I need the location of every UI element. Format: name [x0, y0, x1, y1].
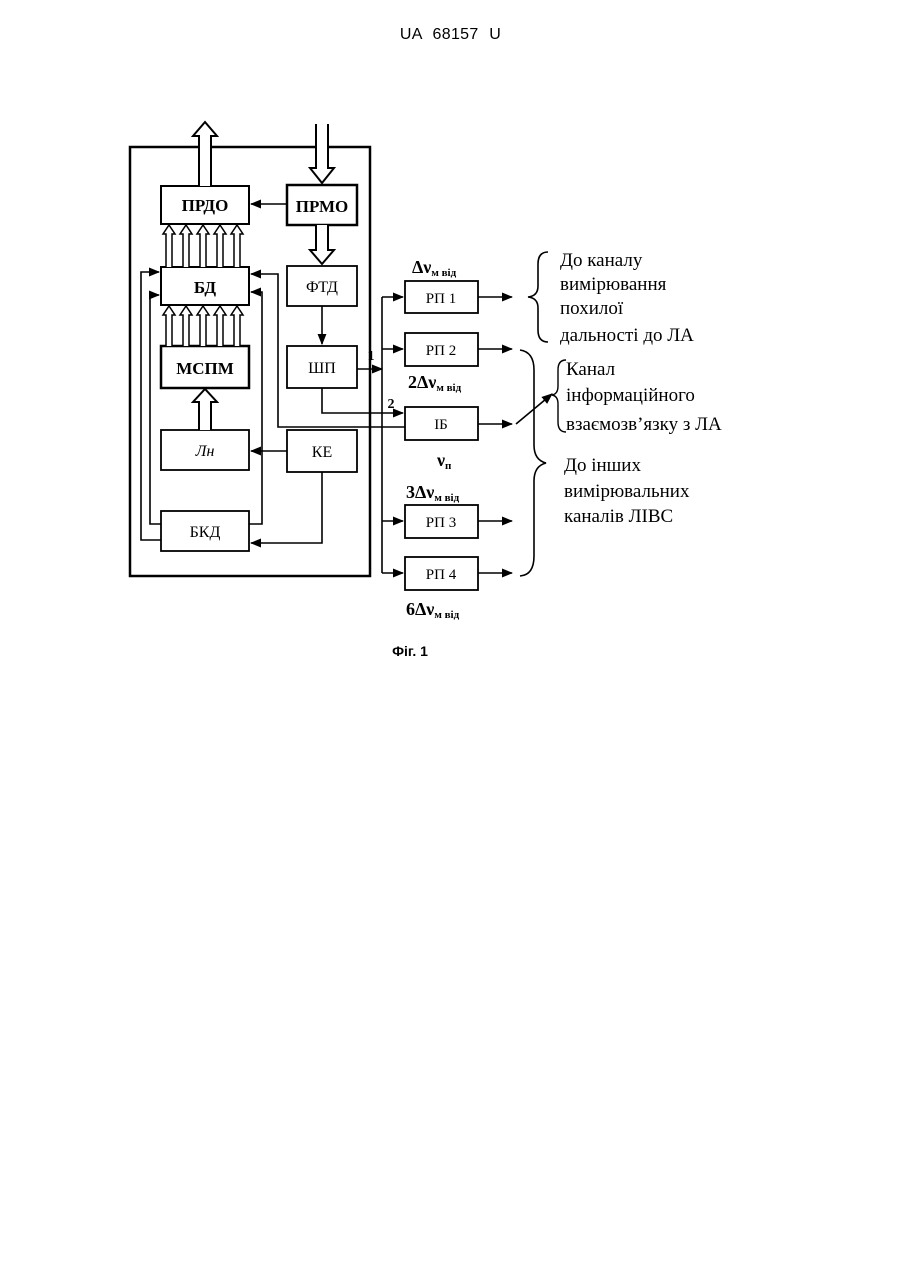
block-ftd: ФТД	[287, 266, 357, 306]
svg-text:похилої: похилої	[560, 298, 624, 319]
output-2-marker: 2	[388, 397, 395, 412]
rp1-freq-label: Δνм від	[412, 257, 457, 279]
block-ke-label: КЕ	[312, 444, 332, 461]
brace-info-channel	[552, 360, 566, 432]
block-bd: БД	[161, 267, 249, 305]
note-info-channel: Канал інформаційного взаємозв’язку з ЛА	[566, 359, 722, 435]
brace-range-channel	[528, 252, 548, 342]
svg-text:каналів ЛІВС: каналів ЛІВС	[564, 506, 673, 527]
figure-caption: Фіг. 1	[370, 643, 450, 659]
block-ftd-label: ФТД	[306, 279, 338, 296]
output-1-marker: 1	[368, 349, 375, 364]
block-rp2-label: РП 2	[426, 343, 456, 359]
block-rp3: РП 3	[405, 505, 478, 538]
svg-text:взаємозв’язку з ЛА: взаємозв’язку з ЛА	[566, 414, 722, 435]
bus-arrow-prdo-out	[193, 122, 217, 186]
block-bkd-label: БКД	[190, 524, 221, 541]
svg-text:дальності до ЛА: дальності до ЛА	[560, 325, 694, 346]
svg-text:вимірювання: вимірювання	[560, 274, 667, 295]
brace-other-channels	[520, 350, 546, 576]
svg-text:вимірювальних: вимірювальних	[564, 481, 690, 502]
block-prmo-label: ПРМО	[296, 197, 349, 216]
svg-text:До інших: До інших	[564, 455, 641, 476]
rp4-freq-label: 6Δνм від	[406, 599, 460, 621]
block-rp1: РП 1	[405, 281, 478, 313]
block-ln: Лн	[161, 430, 249, 470]
block-rp2: РП 2	[405, 333, 478, 366]
block-rp4-label: РП 4	[426, 567, 457, 583]
parallel-bus-bd-prdo	[163, 225, 243, 267]
rp2-freq-label: 2Δνм від	[408, 372, 462, 394]
rp3-freq-label: 3Δνм від	[406, 482, 460, 504]
block-shp-label: ШП	[308, 360, 336, 377]
block-mspm-label: МСПМ	[176, 359, 234, 378]
block-prdo: ПРДО	[161, 186, 249, 224]
block-shp: ШП	[287, 346, 357, 388]
block-mspm: МСПМ	[161, 346, 249, 388]
svg-text:Канал: Канал	[566, 359, 616, 380]
block-prmo: ПРМО	[287, 185, 357, 225]
bus-arrow-prmo-in	[310, 124, 334, 183]
block-ln-label: Лн	[195, 443, 215, 460]
ib-freq-label: νп	[436, 450, 452, 472]
block-bkd: БКД	[161, 511, 249, 551]
block-ib-label: ІБ	[434, 417, 448, 433]
block-rp1-label: РП 1	[426, 291, 456, 307]
block-prdo-label: ПРДО	[182, 196, 229, 215]
note-other-channels: До інших вимірювальних каналів ЛІВС	[564, 455, 690, 527]
bus-arrow-ln-mspm	[193, 389, 217, 430]
parallel-bus-mspm-bd	[163, 306, 243, 346]
block-bd-label: БД	[194, 278, 217, 297]
svg-text:До каналу: До каналу	[560, 250, 643, 271]
note-range-channel: До каналу вимірювання похилої дальності …	[560, 250, 694, 346]
svg-text:інформаційного: інформаційного	[566, 385, 695, 406]
block-ke: КЕ	[287, 430, 357, 472]
block-rp4: РП 4	[405, 557, 478, 590]
block-ib: ІБ	[405, 407, 478, 440]
bus-arrow-prmo-ftd	[310, 225, 334, 264]
block-rp3-label: РП 3	[426, 515, 456, 531]
